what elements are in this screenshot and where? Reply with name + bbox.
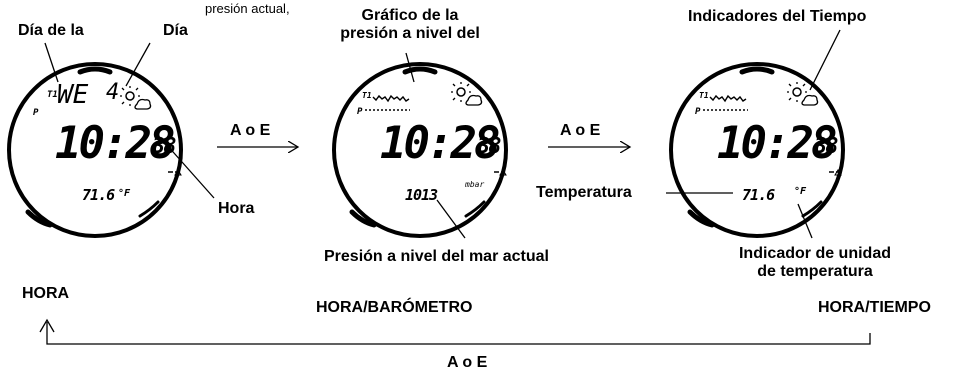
return-arrow-label: A o E [447,354,488,371]
label-temperature-unit-indicator: Indicador de unidad de temperatura [738,245,891,280]
label-pressure-graph: Gráfico de la presión a nivel del [340,7,480,42]
watch-3-face [666,29,845,239]
display-temperature: 71.6 [82,186,115,204]
display-pressure: 1013 [405,186,438,204]
display-p: P [695,107,701,117]
label-day: Día [163,22,188,39]
display-temperature: 71.6 [742,186,775,204]
arrow-2-label: A o E [560,122,601,139]
return-arrow-line [46,322,871,345]
display-temp-unit: °F [794,186,807,197]
display-pressure-unit: mbar [465,180,485,189]
sun-cloud-icon [451,82,483,106]
label-sea-level-pressure: Presión a nivel del mar actual [324,248,549,265]
top-note: presión actual, [205,1,290,16]
display-temp-unit: °F [118,188,131,199]
mode-label-hora: HORA [22,285,70,302]
display-weekday: WE [57,80,89,110]
label-day-of-week: Día de la [18,22,84,39]
watch-1-face [7,42,215,238]
label-temperature: Temperatura [536,184,632,201]
watch-2-face [332,52,508,239]
display-seconds: 38 [152,134,176,159]
display-p: P [33,108,39,118]
leader-day-week [44,42,59,83]
leader-weather [809,29,841,91]
label-time: Hora [218,200,255,217]
mode-label-hora-barometro: HORA/BARÓMETRO [316,299,473,316]
sun-cloud-icon [787,82,819,106]
leader-time [165,143,215,199]
label-weather-indicators: Indicadores del Tiempo [688,8,867,25]
return-arrow-head [39,318,55,333]
display-p: P [357,107,363,117]
display-time: 10:28 [717,118,837,169]
leader-day [125,42,151,87]
display-day: 4 [106,80,120,105]
arrow-1-label: A o E [230,122,271,139]
mode-label-hora-tiempo: HORA/TIEMPO [818,299,931,316]
pressure-graph [372,94,410,103]
leader-unit [797,203,813,239]
display-time: 10:28 [55,118,175,169]
leader-graph [405,52,415,83]
sun-cloud-icon [120,86,152,110]
display-seconds: 38 [477,134,501,159]
leader-pressure [436,199,466,239]
display-time: 10:28 [380,118,500,169]
display-t1: T1 [362,91,372,100]
display-t1: T1 [699,91,709,100]
display-t1: T1 [47,90,58,100]
display-seconds: 38 [814,134,838,159]
pressure-graph [709,94,747,103]
